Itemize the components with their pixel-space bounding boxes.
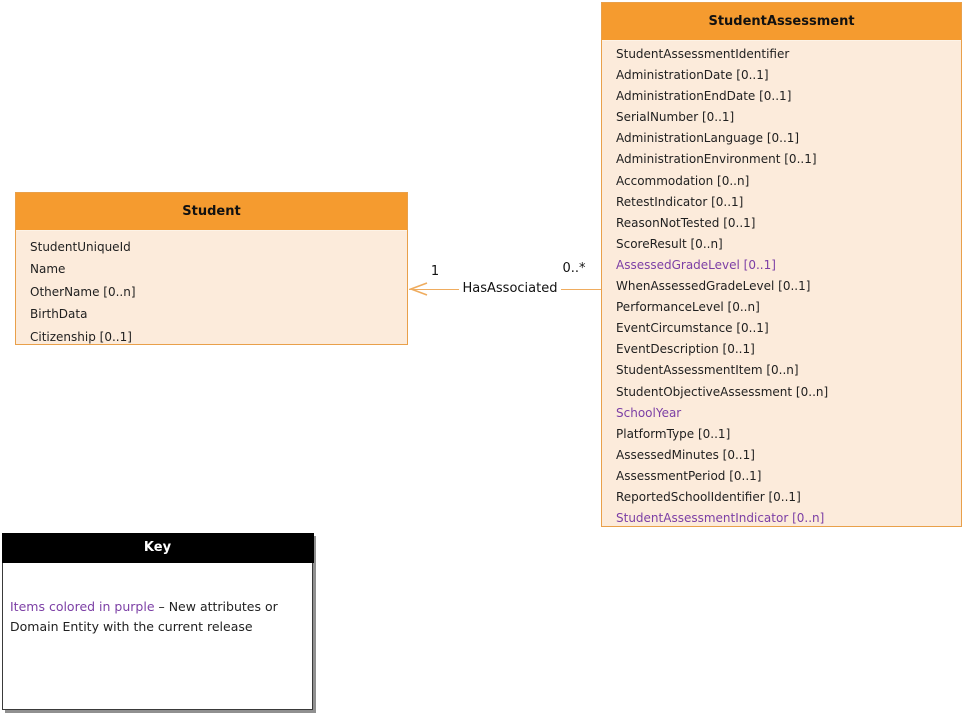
open-arrowhead-icon (408, 282, 428, 296)
attribute-row: StudentAssessmentItem [0..n] (616, 363, 799, 378)
attribute-row: StudentUniqueId (30, 240, 131, 254)
attribute-row: AdministrationDate [0..1] (616, 68, 769, 83)
attribute-row: SerialNumber [0..1] (616, 110, 735, 125)
entity-student-assessment: StudentAssessment StudentAssessmentIdent… (601, 2, 962, 527)
attribute-row: EventCircumstance [0..1] (616, 321, 769, 336)
attribute-row: WhenAssessedGradeLevel [0..1] (616, 279, 811, 294)
key-description: Items colored in purple – New attributes… (3, 563, 312, 637)
attribute-row: AssessedMinutes [0..1] (616, 447, 755, 462)
attribute-row: RetestIndicator [0..1] (616, 194, 744, 209)
attribute-row: OtherName [0..n] (30, 284, 136, 299)
entity-student-title: Student (16, 193, 407, 231)
attribute-row: PerformanceLevel [0..n] (616, 300, 760, 315)
key-title: Key (1, 532, 314, 563)
attribute-row: SchoolYear (616, 405, 682, 420)
attribute-row: ReportedSchoolIdentifier [0..1] (616, 489, 801, 504)
attribute-row: AdministrationEndDate [0..1] (616, 89, 792, 104)
attribute-row: Citizenship [0..1] (30, 329, 132, 344)
entity-student-assessment-title: StudentAssessment (602, 3, 961, 41)
attribute-row: ScoreResult [0..n] (616, 236, 723, 251)
attribute-row: AssessmentPeriod [0..1] (616, 468, 762, 483)
key-purple-segment: Items colored in purple (10, 598, 159, 614)
attribute-row: StudentAssessmentIndicator [0..n] (616, 511, 825, 526)
key-legend: Key Items colored in purple – New attrib… (1, 532, 314, 710)
attribute-row: AssessedGradeLevel [0..1] (616, 257, 776, 272)
key-black-segment: – New attributes or Domain Entity with t… (10, 598, 278, 634)
attribute-row: BirthData (30, 307, 88, 322)
relationship-cardinality-left: 1 (430, 264, 440, 279)
attribute-row: AdministrationLanguage [0..1] (616, 131, 800, 146)
relationship-cardinality-right: 0..* (562, 261, 586, 276)
relationship-label: HasAssociated (459, 281, 561, 297)
attribute-row: StudentAssessmentIdentifier (616, 47, 790, 61)
attribute-row: EventDescription [0..1] (616, 342, 755, 357)
attribute-row: StudentObjectiveAssessment [0..n] (616, 384, 829, 399)
attribute-row: Name (30, 262, 66, 277)
attribute-row: PlatformType [0..1] (616, 426, 731, 441)
attribute-row: Accommodation [0..n] (616, 173, 750, 188)
attribute-row: AdministrationEnvironment [0..1] (616, 152, 817, 167)
attribute-row: ReasonNotTested [0..1] (616, 215, 756, 230)
